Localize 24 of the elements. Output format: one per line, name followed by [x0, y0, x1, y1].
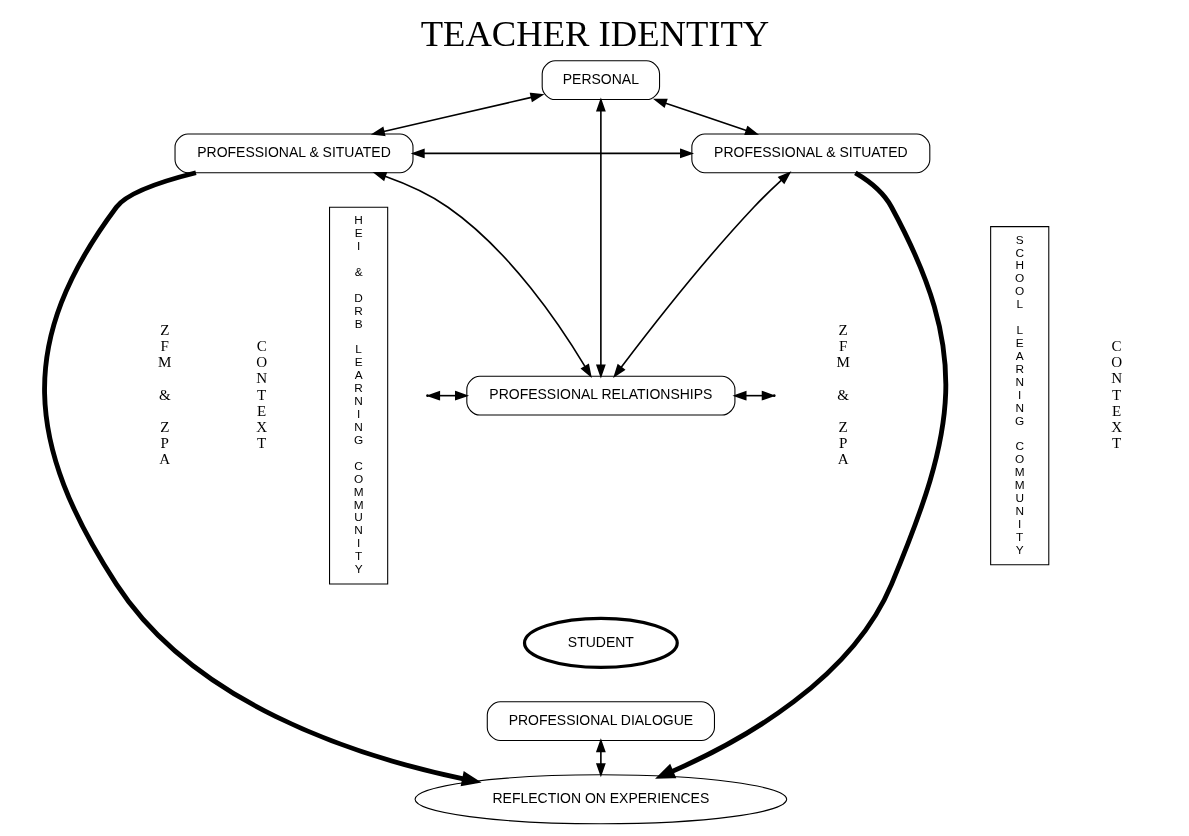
- node-box: HEI & DRB LEARNING COMMUNITY: [328, 206, 388, 585]
- node-box: SCHOOL LEARNING COMMUNITY: [989, 226, 1049, 566]
- label: CONTEXT: [255, 338, 267, 452]
- arrow: [41, 170, 482, 787]
- node-box: PROFESSIONAL & SITUATED: [690, 133, 930, 174]
- label: CONTEXT: [1110, 338, 1122, 452]
- node-box: PROFESSIONAL DIALOGUE: [486, 701, 715, 741]
- node-box: PROFESSIONAL & SITUATED: [174, 133, 414, 174]
- node-ellipse: STUDENT: [522, 616, 679, 670]
- arrow: [612, 171, 791, 378]
- node-ellipse: REFLECTION ON EXPERIENCES: [414, 774, 787, 825]
- arrow: [652, 98, 759, 135]
- label: ZFM & ZPA: [157, 322, 172, 468]
- arrow: [595, 738, 606, 778]
- arrow: [410, 148, 694, 159]
- arrow: [732, 390, 776, 401]
- arrow: [371, 171, 592, 379]
- arrow: [370, 92, 544, 137]
- arrow: [654, 170, 948, 779]
- node-box: PERSONAL: [541, 60, 660, 101]
- label: ZFM & ZPA: [835, 322, 850, 468]
- node-box: PROFESSIONAL RELATIONSHIPS: [465, 375, 735, 416]
- arrow: [595, 97, 606, 379]
- diagram-title: TEACHER IDENTITY: [420, 12, 769, 54]
